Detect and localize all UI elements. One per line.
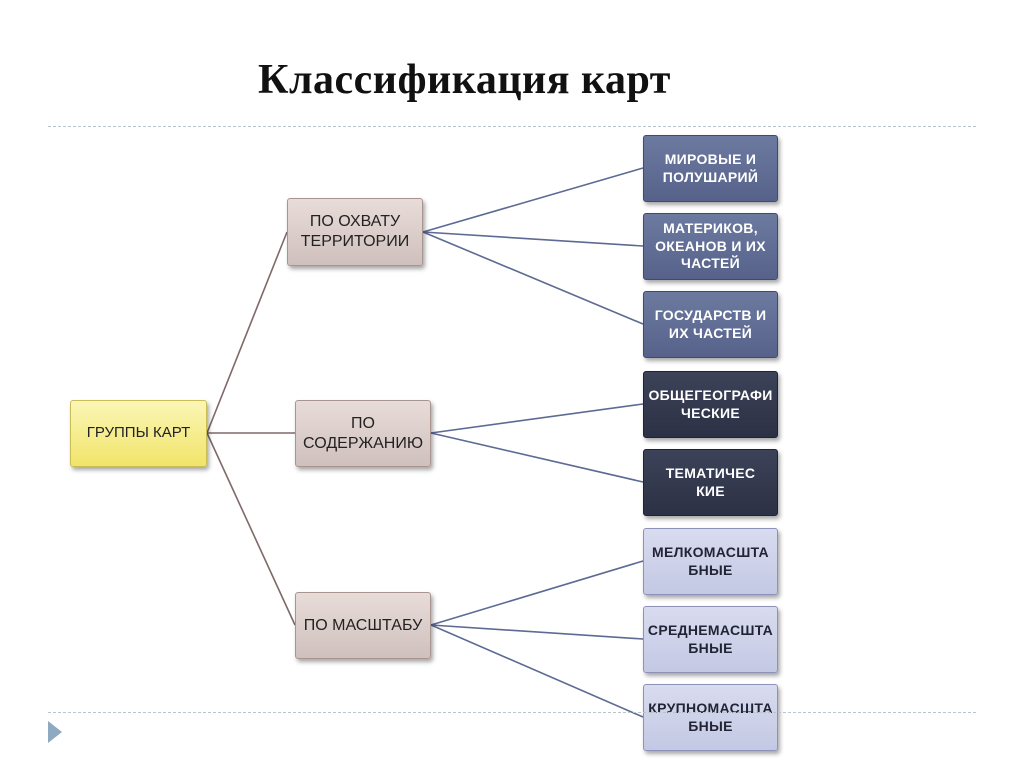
bottom-divider [48, 712, 976, 713]
connector-group-2-leaf-2 [430, 432, 644, 483]
leaf-node-large-scale: КРУПНОМАСШТА БНЫЕ [643, 684, 778, 751]
connector-group-1-leaf-1 [422, 167, 644, 233]
connector-group-1-leaf-3 [422, 231, 644, 325]
leaf-node-label: МЕЛКОМАСШТА БНЫЕ [652, 544, 769, 578]
leaf-node-medium-scale: СРЕДНЕМАСШТА БНЫЕ [643, 606, 778, 673]
leaf-node-thematic: ТЕМАТИЧЕС КИЕ [643, 449, 778, 516]
root-node-label: ГРУППЫ КАРТ [86, 424, 191, 442]
triangle-right-icon[interactable] [48, 721, 62, 743]
leaf-node-label: ТЕМАТИЧЕС КИЕ [665, 465, 756, 499]
connector-group-3-leaf-1 [430, 560, 644, 626]
slide-title: Классификация карт [258, 57, 671, 103]
connector-group-3-leaf-2 [430, 624, 644, 640]
connector-group-3-leaf-3 [430, 624, 644, 718]
leaf-node-label: МИРОВЫЕ И ПОЛУШАРИЙ [662, 151, 759, 185]
group-node-label: ПО СОДЕРЖАНИЮ [303, 414, 423, 452]
leaf-node-world: МИРОВЫЕ И ПОЛУШАРИЙ [643, 135, 778, 202]
connector-root-group-3 [206, 432, 296, 626]
group-node-label: ПО МАСШТАБУ [303, 616, 423, 634]
leaf-node-label: ОБЩЕГЕОГРАФИ ЧЕСКИЕ [648, 387, 773, 421]
leaf-node-label: СРЕДНЕМАСШТА БНЫЕ [647, 622, 774, 656]
leaf-node-continents: МАТЕРИКОВ, ОКЕАНОВ И ИХ ЧАСТЕЙ [643, 213, 778, 280]
group-node-label: ПО ОХВАТУ ТЕРРИТОРИИ [300, 213, 410, 250]
connector-group-1-leaf-2 [422, 231, 644, 247]
leaf-node-label: КРУПНОМАСШТА БНЫЕ [648, 700, 773, 734]
connector-group-2-leaf-1 [430, 403, 644, 434]
group-node-scale: ПО МАСШТАБУ [295, 592, 431, 659]
leaf-node-small-scale: МЕЛКОМАСШТА БНЫЕ [643, 528, 778, 595]
connector-root-group-1 [206, 231, 288, 434]
top-divider [48, 126, 976, 127]
leaf-node-label: МАТЕРИКОВ, ОКЕАНОВ И ИХ ЧАСТЕЙ [655, 220, 766, 272]
group-node-content: ПО СОДЕРЖАНИЮ [295, 400, 431, 467]
leaf-node-label: ГОСУДАРСТВ И ИХ ЧАСТЕЙ [654, 307, 767, 341]
root-node-groups: ГРУППЫ КАРТ [70, 400, 207, 467]
leaf-node-general-geographic: ОБЩЕГЕОГРАФИ ЧЕСКИЕ [643, 371, 778, 438]
group-node-territory: ПО ОХВАТУ ТЕРРИТОРИИ [287, 198, 423, 266]
leaf-node-states: ГОСУДАРСТВ И ИХ ЧАСТЕЙ [643, 291, 778, 358]
